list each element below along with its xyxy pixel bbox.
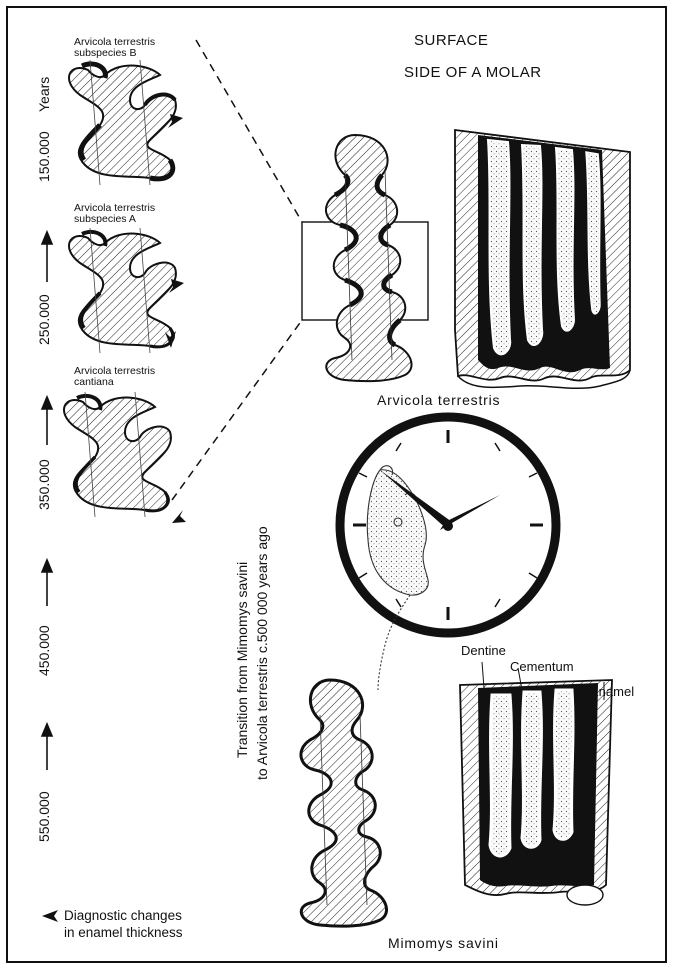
connector-line-top: [196, 40, 302, 222]
years-label: Years: [36, 77, 52, 112]
enamel-label: Enamel: [590, 684, 634, 699]
header-line-1: SURFACE: [414, 32, 488, 49]
up-arrow-icon: [42, 397, 52, 445]
timeline-tick-350000: 350.000: [36, 459, 52, 510]
legend-line-2: in enamel thickness: [64, 925, 183, 940]
subspecies-a-label-2: subspecies A: [74, 214, 136, 225]
diagnostic-marker-icon: [172, 510, 186, 523]
connector-line-bottom: [172, 320, 302, 500]
transition-line-2: to Arvicola terrestris c.500 000 years a…: [254, 526, 270, 780]
species-mimomys-label: Mimomys savini: [388, 935, 499, 951]
up-arrow-icon: [42, 560, 52, 606]
arvicola-molar-side: [455, 130, 630, 388]
molar-subspecies-b: [69, 60, 176, 185]
cementum-label: Cementum: [510, 659, 574, 674]
arvicola-molar-occlusal: [326, 135, 412, 381]
legend-line-1: Diagnostic changes: [64, 908, 182, 923]
molar-subspecies-a: [69, 228, 176, 353]
up-arrow-icon: [42, 724, 52, 770]
transition-line-1: Transition from Mimomys savini: [234, 562, 250, 758]
mimomys-molar-occlusal: [301, 680, 387, 926]
dentine-label: Dentine: [461, 643, 506, 658]
molar-cantiana: [64, 392, 171, 517]
timeline-tick-450000: 450.000: [36, 625, 52, 676]
timeline-tick-250000: 250.000: [36, 294, 52, 345]
species-arvicola-label: Arvicola terrestris: [377, 392, 500, 408]
up-arrow-icon: [42, 232, 52, 282]
header-line-2: SIDE OF A MOLAR: [404, 64, 542, 81]
timeline-tick-150000: 150.000: [36, 131, 52, 182]
subspecies-b-label-2: subspecies B: [74, 48, 136, 59]
cantiana-label-2: cantiana: [74, 377, 114, 388]
timeline-tick-550000: 550.000: [36, 791, 52, 842]
diagnostic-marker-icon: [42, 910, 58, 922]
clock-icon: [340, 417, 556, 690]
